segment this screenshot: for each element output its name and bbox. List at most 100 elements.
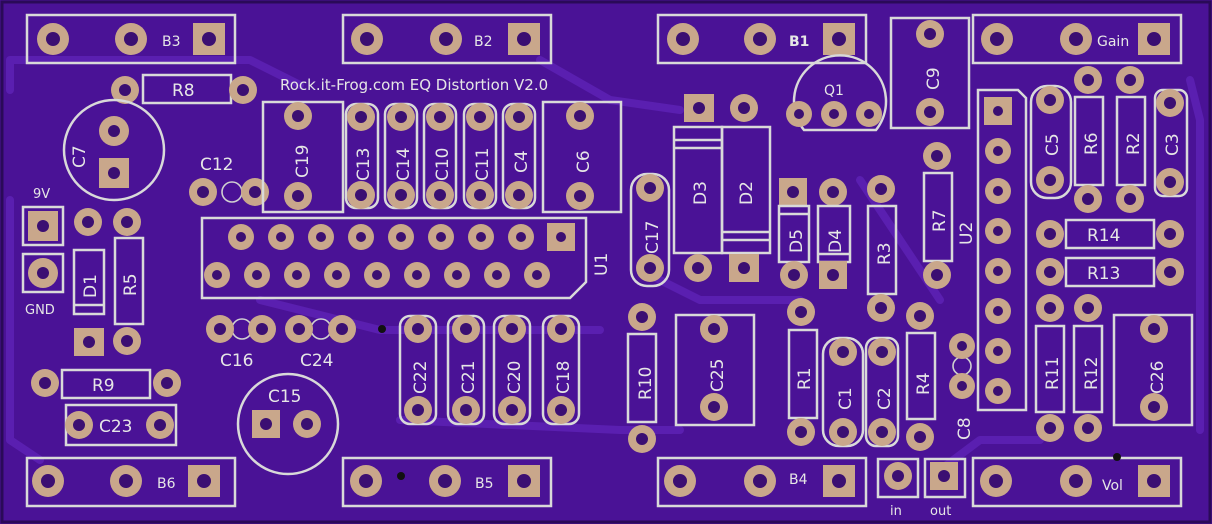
capacitor-c6[interactable]: C6 [541,100,623,214]
c7-label: C7 [70,145,90,168]
ic-u1[interactable]: U1 [200,216,612,300]
r4-label: R4 [914,372,934,395]
resistor-r5[interactable]: R5 [113,208,145,355]
r3-label: R3 [875,242,895,265]
power-header[interactable]: 9V GND [21,187,65,318]
ic-pin-hole [492,270,502,280]
c2-label: C2 [875,387,895,410]
resistor-r11[interactable]: R11 [1034,294,1066,442]
diode-d5[interactable]: D5 [777,178,811,289]
header-b2[interactable]: B2 [341,13,553,65]
resistor-r7[interactable]: R7 [922,142,954,289]
ic-pin-hole [993,106,1003,116]
ic-pin-hole [516,232,526,242]
capacitor-c16[interactable]: C16 [206,315,276,371]
c6-label: C6 [574,150,594,173]
ic-pin-hole [412,270,422,280]
capacitor-c9[interactable]: C9 [889,16,971,130]
capacitor-c4[interactable]: C4 [501,102,537,210]
c20-label: C20 [505,360,525,394]
header-b2-label: B2 [474,34,493,50]
ic-pin-hole [476,232,486,242]
ic-pin-hole [452,270,462,280]
ic-pin-hole [993,386,1003,396]
c22-label: C22 [411,360,431,394]
r13-label: R13 [1087,264,1120,284]
resistor-r1[interactable]: R1 [787,298,819,446]
transistor-q1[interactable]: Q1 [786,54,888,132]
capacitor-c25[interactable]: C25 [674,313,756,427]
via [378,325,386,333]
c10-label: C10 [433,147,453,181]
capacitor-c8[interactable]: C8 [949,333,975,440]
capacitor-c2[interactable]: C2 [864,336,900,448]
capacitor-c17[interactable]: C17 [629,172,671,288]
diode-d1[interactable]: D1 [72,208,106,356]
capacitor-c10[interactable]: C10 [422,102,458,210]
c16-label: C16 [220,351,254,371]
resistor-r2[interactable]: R2 [1115,66,1147,213]
c1-label: C1 [836,387,856,410]
capacitor-c24[interactable]: C24 [285,315,356,371]
resistor-r6[interactable]: R6 [1073,66,1105,213]
c23-label: C23 [99,417,133,437]
header-gain-label: Gain [1097,34,1129,50]
resistor-r3[interactable]: R3 [866,175,898,322]
header-b5-label: B5 [475,476,494,492]
ic-u2[interactable]: U2 [957,88,1028,412]
capacitor-c18[interactable]: C18 [541,314,581,426]
c3-label: C3 [1163,133,1183,156]
capacitor-c14[interactable]: C14 [383,102,419,210]
header-b3-label: B3 [162,34,181,50]
header-b4[interactable]: B4 [656,456,868,508]
d1-label: D1 [81,274,101,298]
capacitor-c7[interactable]: C7 [62,98,166,202]
resistor-r12[interactable]: R12 [1072,294,1104,442]
resistor-r9[interactable]: R9 [31,368,181,400]
header-b6[interactable]: B6 [25,456,237,508]
resistor-r13[interactable]: R13 [1036,256,1184,288]
diode-d2[interactable]: D2 [720,94,772,282]
d5-label: D5 [787,229,807,253]
header-vol[interactable]: Vol [971,456,1183,508]
c18-label: C18 [554,360,574,394]
r5-label: R5 [121,273,141,296]
audio-out-label: out [930,504,951,519]
capacitor-c5[interactable]: C5 [1029,84,1073,200]
header-b1[interactable]: B1 [656,13,868,65]
header-gain[interactable]: Gain [971,13,1183,65]
header-b5[interactable]: B5 [341,456,553,508]
capacitor-c26[interactable]: C26 [1112,313,1194,427]
capacitor-c15[interactable]: C15 [236,372,340,476]
capacitor-c23[interactable]: C23 [64,403,178,447]
ic-pin-hole [993,306,1003,316]
c19-label: C19 [293,144,313,178]
capacitor-c21[interactable]: C21 [446,314,486,426]
resistor-r8[interactable]: R8 [111,73,257,105]
capacitor-c19[interactable]: C19 [261,100,345,214]
capacitor-c3[interactable]: C3 [1153,88,1189,198]
capacitor-c22[interactable]: C22 [398,314,438,426]
capacitor-c1[interactable]: C1 [821,336,865,448]
diode-d4[interactable]: D4 [816,178,852,289]
resistor-r10[interactable]: R10 [626,303,658,453]
ic-pin-hole [993,146,1003,156]
resistor-r4[interactable]: R4 [905,302,937,451]
c9-label: C9 [924,67,944,90]
capacitor-c13[interactable]: C13 [344,102,380,210]
c25-label: C25 [708,358,728,392]
capacitor-c12[interactable]: C12 [189,155,269,206]
audio-io-header[interactable]: in out [876,457,967,519]
ic-pin-hole [316,232,326,242]
ic-pin-hole [556,232,566,242]
d2-label: D2 [737,181,757,205]
r9-label: R9 [92,376,115,396]
capacitor-c11[interactable]: C11 [462,102,498,210]
header-b3[interactable]: B3 [25,13,237,65]
ic-pin-hole [252,270,262,280]
diode-d3[interactable]: D3 [672,94,724,282]
header-b1-label: B1 [789,34,809,50]
capacitor-c20[interactable]: C20 [492,314,532,426]
resistor-r14[interactable]: R14 [1036,218,1184,250]
